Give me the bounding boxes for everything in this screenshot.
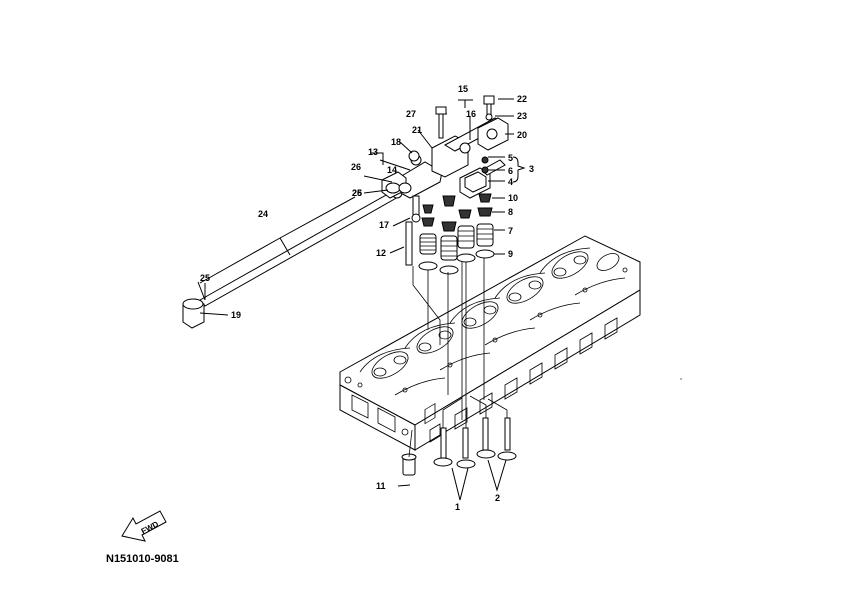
stray-dot [680, 378, 682, 380]
valve-stack-3 [456, 209, 476, 263]
valve-stack-2 [439, 195, 459, 275]
valve-2a [476, 417, 496, 459]
callout-25: 25 [200, 273, 210, 283]
valve-2b [497, 417, 517, 461]
callout-17: 17 [379, 220, 389, 230]
bolt-27 [435, 106, 447, 139]
callout-9: 9 [508, 249, 513, 259]
callout-6: 6 [508, 166, 513, 176]
nut-18 [408, 150, 420, 162]
bolt-22 [483, 95, 495, 117]
bracket-20 [477, 117, 509, 151]
callout-5: 5 [508, 153, 513, 163]
callout-8: 8 [508, 207, 513, 217]
cylinder-head [339, 235, 641, 451]
callout-1: 1 [455, 502, 460, 512]
callout-11: 11 [376, 481, 386, 491]
drawing-code: N151010-9081 [106, 553, 179, 565]
callout-24: 24 [258, 209, 268, 219]
bridge-4 [464, 171, 487, 193]
callout-18: 18 [391, 137, 401, 147]
callout-20: 20 [517, 130, 527, 140]
callout-26: 26 [352, 188, 362, 198]
washer-23 [485, 113, 493, 121]
cap-25 [398, 182, 412, 194]
callout-13: 13 [368, 147, 378, 157]
valve-1b [456, 427, 476, 469]
callout-23: 23 [517, 111, 527, 121]
valve-stack-right [475, 156, 495, 259]
callout-4: 4 [508, 177, 513, 187]
callout-10: 10 [508, 193, 518, 203]
callout-26-rocker: 26 [351, 162, 361, 172]
fwd-arrow-icon: FWD [121, 510, 167, 542]
callout-2: 2 [495, 493, 500, 503]
callout-3: 3 [529, 164, 534, 174]
plug-11 [401, 453, 417, 476]
callout-12: 12 [376, 248, 386, 258]
callout-labels: 1 2 3 4 5 6 7 8 9 10 11 12 13 14 15 16 1… [200, 84, 534, 512]
adjusting-screw [411, 195, 421, 223]
callout-19: 19 [231, 310, 241, 320]
callout-16: 16 [466, 109, 476, 119]
pin-26 [385, 182, 401, 194]
callout-27: 27 [406, 109, 416, 119]
tappet [182, 298, 205, 329]
callout-7: 7 [508, 226, 513, 236]
callout-22: 22 [517, 94, 527, 104]
callout-25-rocker: 25 [352, 188, 362, 198]
valve-1a [433, 427, 453, 467]
callout-14: 14 [387, 165, 397, 175]
callout-15: 15 [458, 84, 468, 94]
valve-stack-left [418, 204, 438, 271]
push-rod [199, 187, 403, 307]
callout-21: 21 [412, 125, 422, 135]
